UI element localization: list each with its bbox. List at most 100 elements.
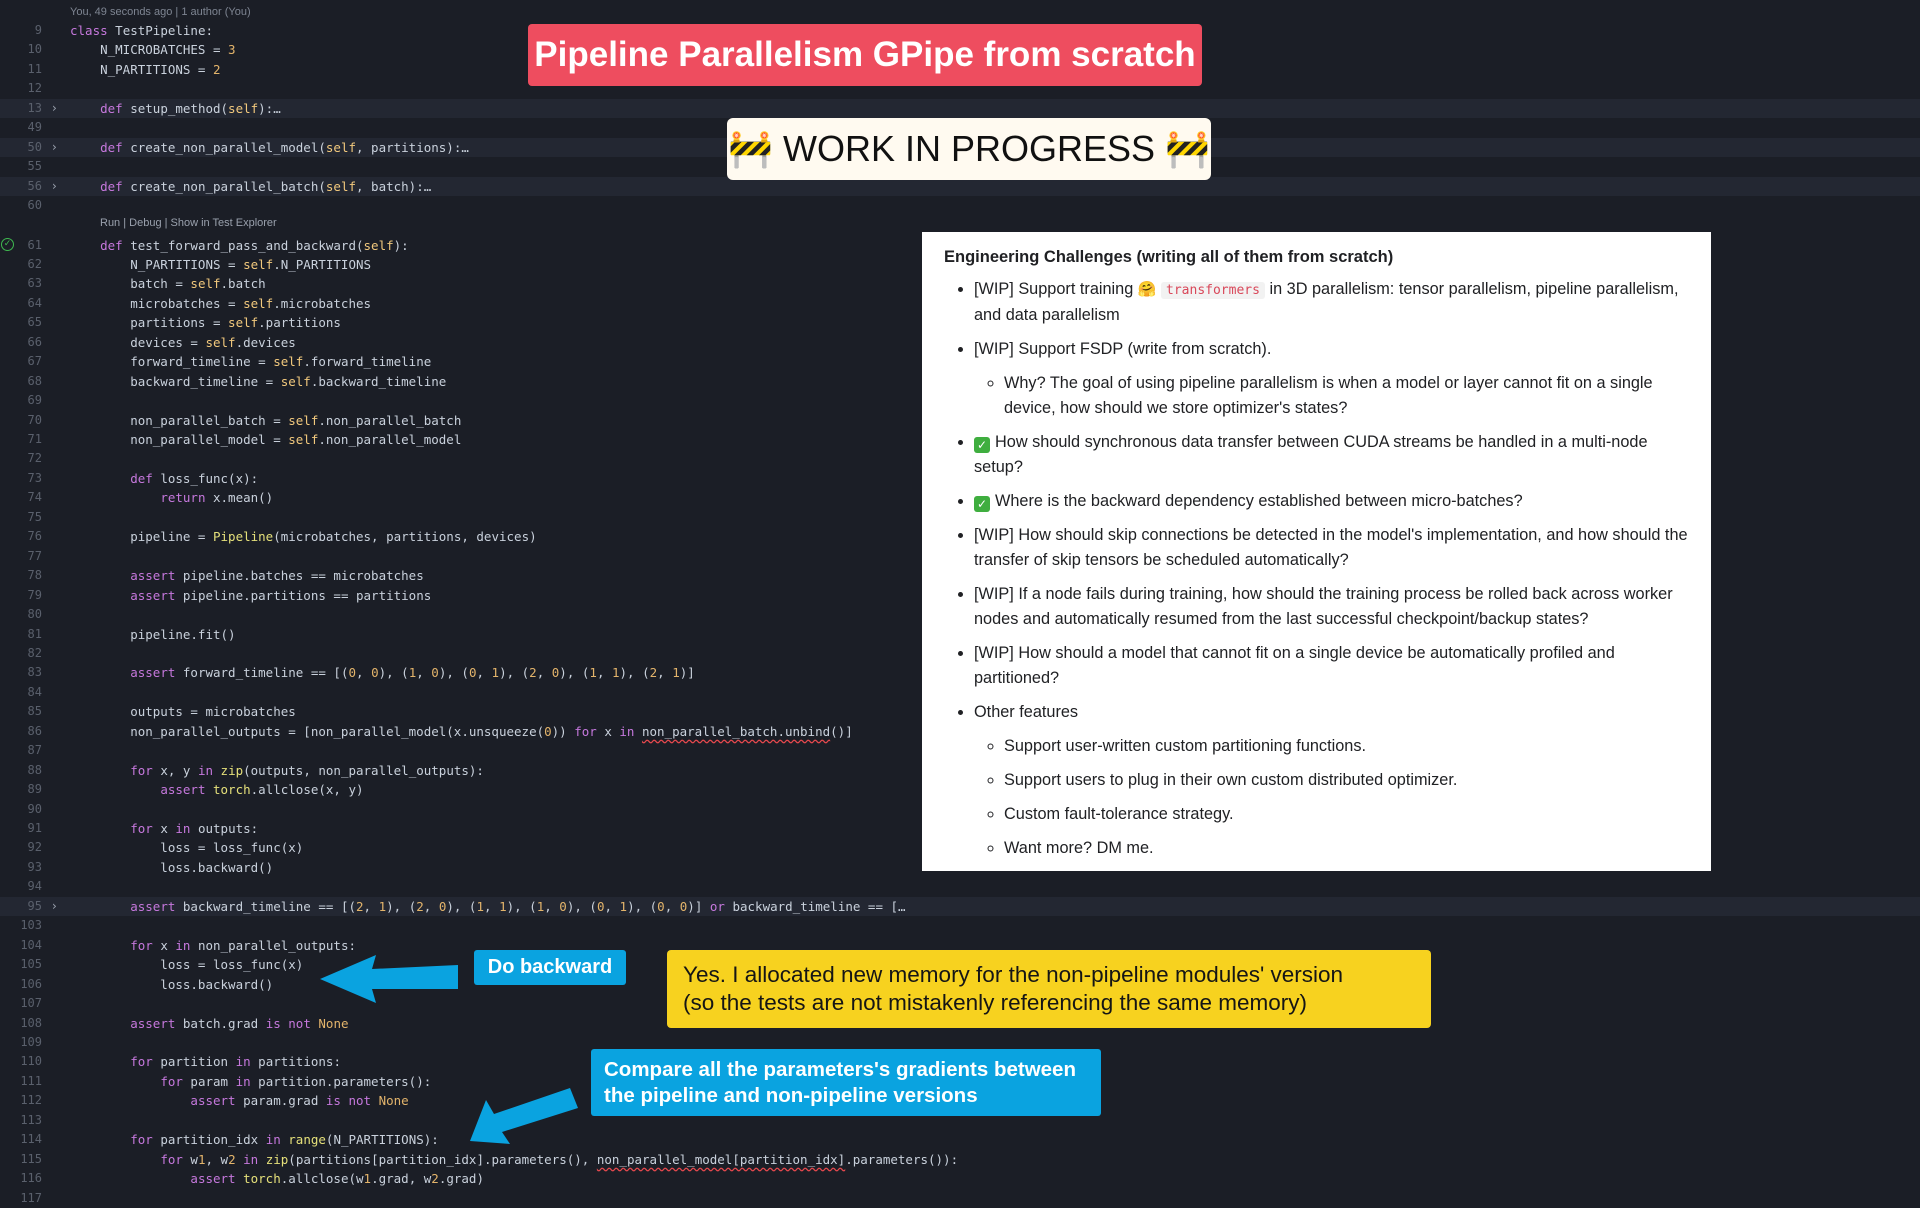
code-text[interactable]: forward_timeline = self.forward_timeline: [70, 354, 432, 370]
fold-chevron-icon[interactable]: ›: [52, 898, 57, 913]
code-line[interactable]: 56› def create_non_parallel_batch(self, …: [0, 176, 1920, 196]
code-line[interactable]: 104 for x in non_parallel_outputs:: [0, 936, 1920, 955]
code-line[interactable]: 74 return x.mean(): [0, 488, 1920, 507]
code-text[interactable]: assert torch.allclose(x, y): [160, 782, 364, 798]
code-line[interactable]: 78 assert pipeline.batches == microbatch…: [0, 566, 1920, 585]
code-text[interactable]: for x, y in zip(outputs, non_parallel_ou…: [130, 762, 484, 778]
code-line[interactable]: 80: [0, 605, 1920, 624]
code-text[interactable]: devices = self.devices: [70, 334, 296, 350]
code-line[interactable]: 66 devices = self.devices: [0, 333, 1920, 352]
code-line[interactable]: 71 non_parallel_model = self.non_paralle…: [0, 430, 1920, 449]
code-text[interactable]: loss.backward(): [70, 976, 274, 992]
code-line[interactable]: 70 non_parallel_batch = self.non_paralle…: [0, 411, 1920, 430]
code-line[interactable]: 95› assert backward_timeline == [(2, 1),…: [0, 896, 1920, 916]
code-text[interactable]: def create_non_parallel_model(self, part…: [100, 139, 469, 155]
code-text[interactable]: assert batch.grad is not None: [130, 1015, 349, 1031]
code-line[interactable]: 105 loss = loss_func(x): [0, 955, 1920, 974]
code-line[interactable]: 103: [0, 916, 1920, 935]
code-line[interactable]: 65 partitions = self.partitions: [0, 313, 1920, 332]
code-line[interactable]: 12: [0, 79, 1920, 98]
code-line[interactable]: 77: [0, 547, 1920, 566]
code-text[interactable]: assert backward_timeline == [(2, 1), (2,…: [130, 898, 906, 914]
code-text[interactable]: def create_non_parallel_batch(self, batc…: [100, 178, 432, 194]
code-line[interactable]: 61✓ def test_forward_pass_and_backward(s…: [0, 236, 1920, 255]
code-text[interactable]: loss = loss_func(x): [70, 957, 304, 973]
code-text[interactable]: class TestPipeline:: [70, 23, 213, 38]
code-line[interactable]: 113: [0, 1111, 1920, 1130]
code-text[interactable]: def test_forward_pass_and_backward(self)…: [100, 237, 409, 253]
code-text[interactable]: assert param.grad is not None: [190, 1093, 409, 1109]
code-line[interactable]: 110 for partition in partitions:: [0, 1052, 1920, 1071]
code-text[interactable]: N_PARTITIONS = self.N_PARTITIONS: [70, 256, 372, 272]
code-line[interactable]: 68 backward_timeline = self.backward_tim…: [0, 372, 1920, 391]
code-text[interactable]: assert torch.allclose(w1.grad, w2.grad): [190, 1171, 484, 1187]
code-line[interactable]: 62 N_PARTITIONS = self.N_PARTITIONS: [0, 255, 1920, 274]
code-text[interactable]: assert pipeline.batches == microbatches: [130, 568, 424, 584]
code-text[interactable]: for w1, w2 in zip(partitions[partition_i…: [160, 1151, 959, 1167]
code-line[interactable]: 88 for x, y in zip(outputs, non_parallel…: [0, 761, 1920, 780]
code-line[interactable]: 109: [0, 1033, 1920, 1052]
code-line[interactable]: 86 non_parallel_outputs = [non_parallel_…: [0, 722, 1920, 741]
code-text[interactable]: for partition in partitions:: [130, 1054, 341, 1070]
code-line[interactable]: 106 loss.backward(): [0, 975, 1920, 994]
code-line[interactable]: 49: [0, 118, 1920, 137]
code-line[interactable]: 84: [0, 683, 1920, 702]
code-line[interactable]: 112 assert param.grad is not None: [0, 1091, 1920, 1110]
code-line[interactable]: 13› def setup_method(self):…: [0, 98, 1920, 118]
code-line[interactable]: 79 assert pipeline.partitions == partiti…: [0, 586, 1920, 605]
code-text[interactable]: N_MICROBATCHES = 3: [70, 42, 236, 58]
code-text[interactable]: N_PARTITIONS = 2: [70, 61, 221, 77]
code-line[interactable]: 64 microbatches = self.microbatches: [0, 294, 1920, 313]
fold-chevron-icon[interactable]: ›: [52, 100, 57, 115]
code-text[interactable]: backward_timeline = self.backward_timeli…: [70, 373, 447, 389]
code-text[interactable]: pipeline.fit(): [70, 626, 236, 642]
codelens-actions[interactable]: Run | Debug | Show in Test Explorer: [100, 217, 277, 229]
code-line[interactable]: 81 pipeline.fit(): [0, 625, 1920, 644]
code-text[interactable]: outputs = microbatches: [70, 704, 296, 720]
code-text[interactable]: loss = loss_func(x): [70, 840, 304, 856]
code-line[interactable]: 89 assert torch.allclose(x, y): [0, 780, 1920, 799]
code-line[interactable]: 10 N_MICROBATCHES = 3: [0, 40, 1920, 59]
code-line[interactable]: 90: [0, 800, 1920, 819]
code-text[interactable]: assert pipeline.partitions == partitions: [130, 587, 432, 603]
fold-chevron-icon[interactable]: ›: [52, 139, 57, 154]
code-line[interactable]: 11 N_PARTITIONS = 2: [0, 60, 1920, 79]
test-passed-icon[interactable]: ✓: [1, 237, 14, 251]
code-line[interactable]: 55: [0, 157, 1920, 176]
code-text[interactable]: non_parallel_batch = self.non_parallel_b…: [70, 412, 462, 428]
code-line[interactable]: 63 batch = self.batch: [0, 274, 1920, 293]
code-line[interactable]: 76 pipeline = Pipeline(microbatches, par…: [0, 527, 1920, 546]
code-text[interactable]: non_parallel_model = self.non_parallel_m…: [70, 432, 462, 447]
code-line[interactable]: 73 def loss_func(x):: [0, 469, 1920, 488]
code-line[interactable]: 72: [0, 449, 1920, 468]
code-line[interactable]: 116 assert torch.allclose(w1.grad, w2.gr…: [0, 1169, 1920, 1188]
code-text[interactable]: batch = self.batch: [70, 276, 266, 292]
code-line[interactable]: 69: [0, 391, 1920, 410]
code-text[interactable]: for x in non_parallel_outputs:: [130, 937, 357, 953]
code-line[interactable]: 82: [0, 644, 1920, 663]
code-line[interactable]: 114 for partition_idx in range(N_PARTITI…: [0, 1130, 1920, 1149]
code-text[interactable]: for x in outputs:: [130, 821, 259, 836]
code-line[interactable]: 83 assert forward_timeline == [(0, 0), (…: [0, 663, 1920, 682]
code-text[interactable]: def setup_method(self):…: [100, 100, 281, 116]
code-text[interactable]: partitions = self.partitions: [70, 315, 341, 331]
code-text[interactable]: pipeline = Pipeline(microbatches, partit…: [70, 529, 537, 545]
fold-chevron-icon[interactable]: ›: [52, 178, 57, 193]
code-line[interactable]: 94: [0, 877, 1920, 896]
code-line[interactable]: 67 forward_timeline = self.forward_timel…: [0, 352, 1920, 371]
code-line[interactable]: 107: [0, 994, 1920, 1013]
code-text[interactable]: for partition_idx in range(N_PARTITIONS)…: [130, 1132, 439, 1148]
code-line[interactable]: 91 for x in outputs:: [0, 819, 1920, 838]
code-line[interactable]: 92 loss = loss_func(x): [0, 838, 1920, 857]
code-text[interactable]: non_parallel_outputs = [non_parallel_mod…: [70, 723, 853, 739]
code-text[interactable]: for param in partition.parameters():: [160, 1073, 432, 1089]
code-text[interactable]: loss.backward(): [70, 859, 274, 875]
code-line[interactable]: 85 outputs = microbatches: [0, 702, 1920, 721]
code-text[interactable]: assert forward_timeline == [(0, 0), (1, …: [130, 665, 695, 681]
code-line[interactable]: 111 for param in partition.parameters():: [0, 1072, 1920, 1091]
code-line[interactable]: 75: [0, 508, 1920, 527]
code-text[interactable]: return x.mean(): [160, 490, 274, 506]
code-line[interactable]: 115 for w1, w2 in zip(partitions[partiti…: [0, 1150, 1920, 1169]
